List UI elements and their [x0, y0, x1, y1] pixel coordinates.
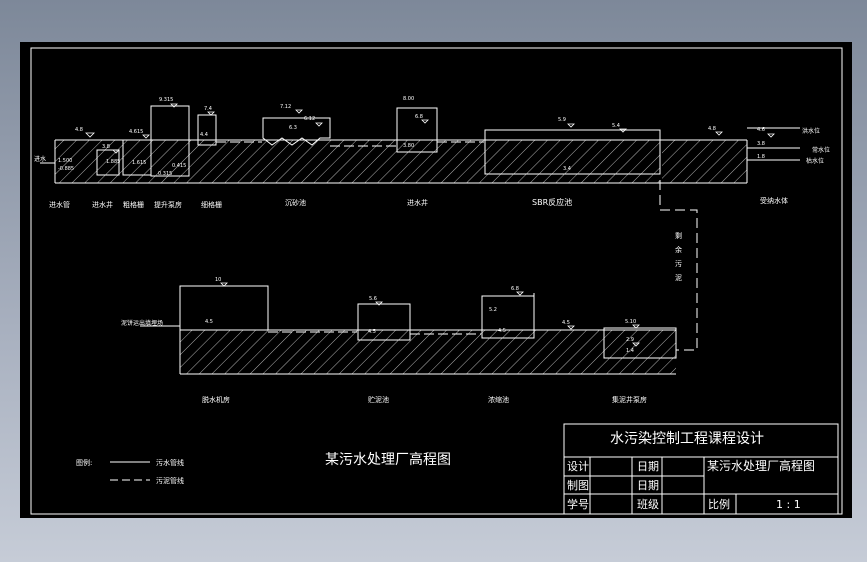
- student-id-label: 学号: [567, 497, 589, 511]
- unit-label-dewatering: 脱水机房: [202, 395, 230, 404]
- level-label: 5.10: [625, 319, 636, 325]
- level-label: 5.6: [369, 296, 377, 302]
- ground-hatch: [180, 330, 676, 374]
- designer-label: 设计: [567, 460, 589, 473]
- level-label: 5.9: [558, 117, 566, 123]
- upper-process-profile: 4.8 3.8 1.885 4.615 1.615 9.315 0.315 0.…: [34, 96, 830, 209]
- sludge-label-char: 污: [675, 260, 682, 268]
- drawing-border: [30, 47, 843, 515]
- level-label: 1.500: [58, 158, 72, 164]
- legend: 图例: 污水管线 污泥管线: [76, 458, 184, 485]
- legend-heading: 图例:: [76, 458, 92, 467]
- unit-label-grit-chamber: 沉砂池: [285, 198, 306, 207]
- ground-hatch: [662, 140, 747, 183]
- level-label: 3.8: [102, 144, 110, 150]
- level-label: 1.8: [757, 154, 765, 160]
- level-label: 9.315: [159, 97, 173, 103]
- unit-label-coarse-screen: 粗格栅: [123, 200, 144, 209]
- level-label: 4.5: [205, 319, 213, 325]
- flood-level-label: 洪水位: [802, 127, 820, 135]
- class-label: 班级: [637, 498, 659, 511]
- legend-sludge-pipe: 污泥管线: [156, 476, 184, 485]
- sludge-label-char: 剩: [675, 231, 682, 240]
- unit-label-inlet-well: 进水井: [92, 200, 113, 209]
- legend-sewage-pipe: 污水管线: [156, 458, 184, 467]
- unit-label-inlet-well-2: 进水井: [407, 198, 428, 207]
- excess-sludge-line: 剩 余 污 泥: [659, 180, 698, 351]
- date-label: 日期: [637, 460, 659, 473]
- sludge-cake-outlet-label: 泥饼运出填埋场: [121, 319, 163, 327]
- level-label: 1.885: [106, 159, 120, 165]
- sludge-label-char: 泥: [675, 274, 682, 282]
- level-label: 4.4: [200, 132, 208, 138]
- level-label: 4.8: [75, 127, 83, 133]
- level-label: 6.12: [304, 116, 315, 122]
- level-label: 8.00: [403, 96, 414, 102]
- level-label: 2.9: [626, 337, 634, 343]
- level-label: 1.615: [132, 160, 146, 166]
- title-block-drawing-name: 某污水处理厂高程图: [707, 458, 815, 473]
- unit-label-fine-screen: 细格栅: [201, 200, 222, 209]
- level-label: 4.8: [708, 126, 716, 132]
- unit-label-sludge-pump: 集泥井泵房: [612, 395, 647, 404]
- level-label: 4.615: [129, 129, 143, 135]
- drawing-title: 某污水处理厂高程图: [325, 451, 451, 468]
- level-label: -0.885: [58, 166, 74, 172]
- ground-hatch: [55, 140, 485, 183]
- ground-hatch: [485, 140, 660, 183]
- level-label: 0.415: [172, 163, 186, 169]
- level-label: 3.4: [563, 166, 571, 172]
- course-name: 水污染控制工程课程设计: [610, 431, 764, 447]
- unit-label-sludge-storage: 贮泥池: [368, 395, 389, 404]
- sludge-label-char: 余: [675, 245, 682, 254]
- scale-label: 比例: [708, 497, 730, 511]
- normal-level-label: 常水位: [812, 146, 830, 154]
- level-label: 4.5: [498, 328, 506, 334]
- level-label: 6.3: [289, 125, 297, 131]
- unit-label-sbr: SBR反应池: [532, 197, 572, 207]
- level-label: 5.4: [612, 123, 620, 129]
- unit-label-receiving-water: 受纳水体: [760, 196, 788, 205]
- level-label: 4.5: [368, 329, 376, 335]
- drawing-sheet: [20, 42, 852, 518]
- level-label: 7.4: [204, 106, 212, 112]
- level-label: 6.8: [415, 114, 423, 120]
- level-label: 4.5: [562, 320, 570, 326]
- level-label: 7.12: [280, 104, 291, 110]
- level-label: 5.2: [489, 307, 497, 313]
- unit-label-thickener: 浓缩池: [488, 395, 509, 404]
- scale-value: 1 : 1: [776, 498, 801, 511]
- level-label: 4.6: [757, 127, 765, 133]
- drafter-label: 制图: [567, 479, 589, 492]
- unit-label-inlet-pipe: 进水管: [49, 200, 70, 209]
- title-block: 水污染控制工程课程设计 某污水处理厂高程图 设计 日期 制图 日期 学号 班级 …: [563, 423, 839, 515]
- level-label: 0.315: [158, 171, 172, 177]
- level-label: 1.4: [626, 348, 634, 354]
- lower-sludge-profile: 10 4.5 5.6 4.5 6.8 5.2 4.5 4.5 5.10 2.9 …: [121, 277, 677, 404]
- unit-label-lift-pump: 提升泵房: [154, 200, 182, 209]
- level-label: 10: [215, 277, 221, 283]
- low-level-label: 枯水位: [806, 157, 824, 165]
- level-label: 3.80: [403, 143, 414, 149]
- date-label: 日期: [637, 479, 659, 492]
- level-label: 6.8: [511, 286, 519, 292]
- level-label: 3.8: [757, 141, 765, 147]
- inlet-tag: 进水: [34, 155, 46, 163]
